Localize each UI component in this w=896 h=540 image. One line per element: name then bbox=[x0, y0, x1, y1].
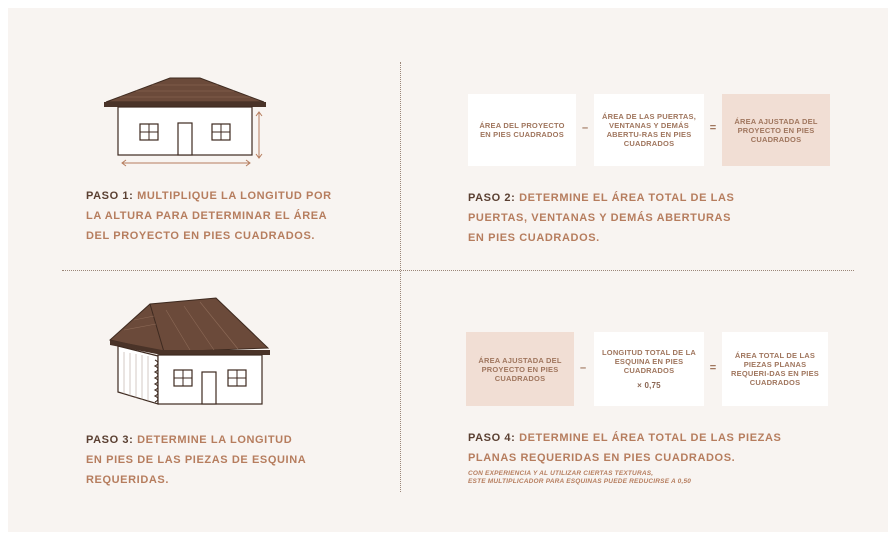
step1-line3: DEL PROYECTO EN PIES CUADRADOS. bbox=[86, 230, 316, 242]
step4-line1: DETERMINE EL ÁREA TOTAL DE LAS PIEZAS bbox=[519, 432, 782, 444]
step2-number: PASO 2: bbox=[468, 192, 516, 204]
step2-text: PASO 2: DETERMINE EL ÁREA TOTAL DE LAS P… bbox=[468, 188, 848, 248]
step1-number: PASO 1: bbox=[86, 190, 134, 202]
step4-equals: = bbox=[709, 362, 717, 374]
step4-minus: – bbox=[579, 362, 587, 374]
step2-box-adjusted: ÁREA AJUSTADA DEL PROYECTO EN PIES CUADR… bbox=[722, 94, 830, 166]
house-3d-icon bbox=[108, 297, 270, 405]
step2-line2: PUERTAS, VENTANAS Y DEMÁS ABERTURAS bbox=[468, 212, 732, 224]
step4-box-corner-label: LONGITUD TOTAL DE LA ESQUINA EN PIES CUA… bbox=[602, 348, 696, 375]
step1-text: PASO 1: MULTIPLIQUE LA LONGITUD POR LA A… bbox=[86, 186, 386, 246]
step3-number: PASO 3: bbox=[86, 434, 134, 446]
step4-text: PASO 4: DETERMINE EL ÁREA TOTAL DE LAS P… bbox=[468, 428, 858, 468]
step4-box-total: ÁREA TOTAL DE LAS PIEZAS PLANAS REQUERI-… bbox=[722, 332, 828, 406]
step3-text: PASO 3: DETERMINE LA LONGITUD EN PIES DE… bbox=[86, 430, 386, 490]
step3-line1: DETERMINE LA LONGITUD bbox=[137, 434, 293, 446]
step3-line2: EN PIES DE LAS PIEZAS DE ESQUINA bbox=[86, 454, 307, 466]
horizontal-divider bbox=[62, 270, 854, 271]
step4-number: PASO 4: bbox=[468, 432, 516, 444]
step4-note-line2: ESTE MULTIPLICADOR PARA ESQUINAS PUEDE R… bbox=[468, 478, 692, 485]
step2-box-project-area: ÁREA DEL PROYECTO EN PIES CUADRADOS bbox=[468, 94, 576, 166]
step4-note-line1: CON EXPERIENCIA Y AL UTILIZAR CIERTAS TE… bbox=[468, 470, 654, 477]
step4-line2: PLANAS REQUERIDAS EN PIES CUADRADOS. bbox=[468, 452, 736, 464]
step1-line2: LA ALTURA PARA DETERMINAR EL ÁREA bbox=[86, 210, 328, 222]
step4-multiplier: × 0,75 bbox=[637, 381, 661, 390]
step2-equals: = bbox=[709, 122, 717, 134]
step4-box-adjusted: ÁREA AJUSTADA DEL PROYECTO EN PIES CUADR… bbox=[466, 332, 574, 406]
step2-line3: EN PIES CUADRADOS. bbox=[468, 232, 600, 244]
step2-line1: DETERMINE EL ÁREA TOTAL DE LAS bbox=[519, 192, 735, 204]
step1-line1: MULTIPLIQUE LA LONGITUD POR bbox=[137, 190, 332, 202]
vertical-divider bbox=[400, 62, 401, 492]
step2-minus: – bbox=[581, 122, 589, 134]
house-front-icon bbox=[104, 77, 266, 167]
step3-line3: REQUERIDAS. bbox=[86, 474, 169, 486]
step4-note: CON EXPERIENCIA Y AL UTILIZAR CIERTAS TE… bbox=[468, 470, 858, 486]
step2-box-openings: ÁREA DE LAS PUERTAS, VENTANAS Y DEMÁS AB… bbox=[594, 94, 704, 166]
step4-box-corner: LONGITUD TOTAL DE LA ESQUINA EN PIES CUA… bbox=[594, 332, 704, 406]
